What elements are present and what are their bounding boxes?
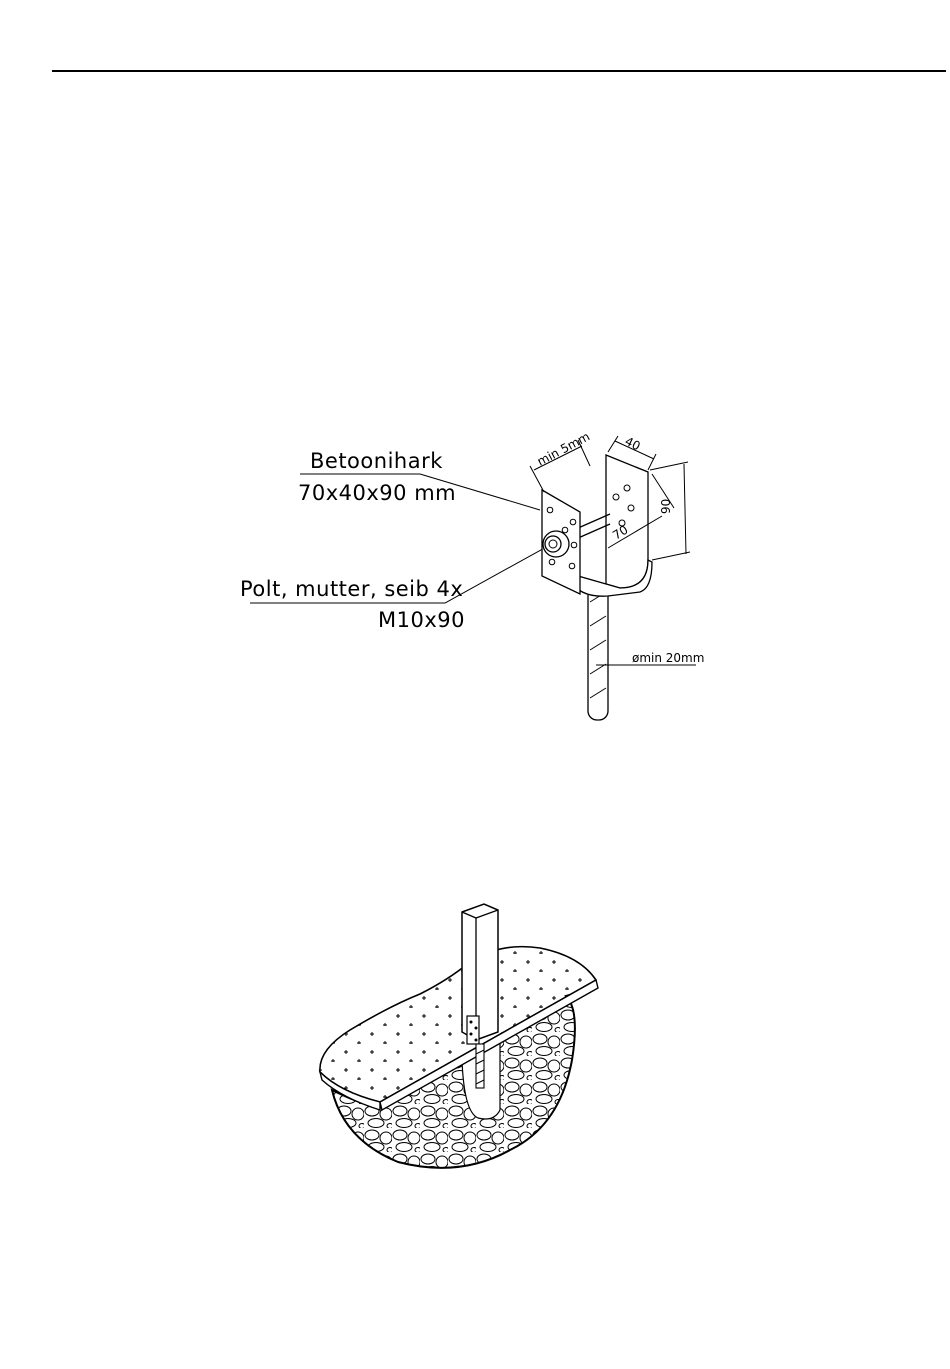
- anchor-bracket: [467, 1016, 479, 1044]
- footing-rebar: [476, 1044, 484, 1088]
